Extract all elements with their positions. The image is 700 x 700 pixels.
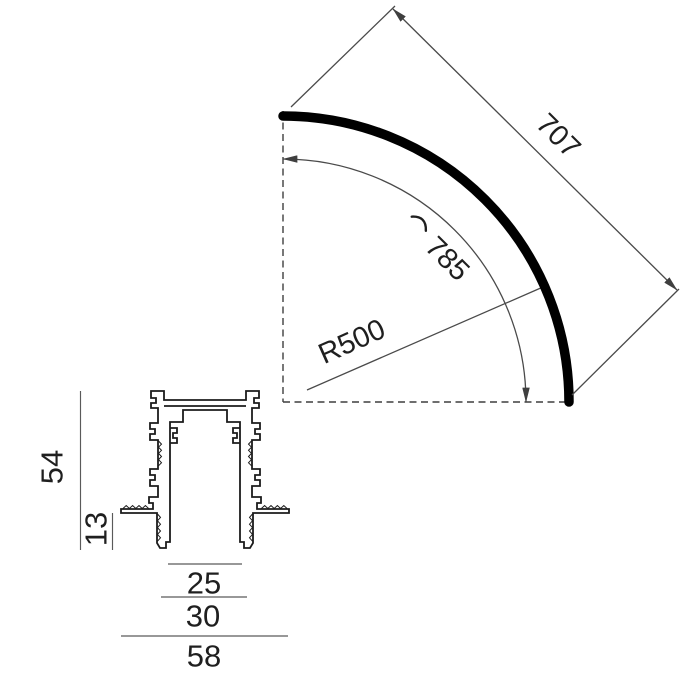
lower-wall-serration xyxy=(156,513,162,542)
body-width-dimension-label: 30 xyxy=(186,599,220,634)
overall-width-dimension-label: 58 xyxy=(187,639,221,674)
flange-serration xyxy=(122,504,149,510)
extension-line-top xyxy=(290,5,396,108)
profile-inner-tooth xyxy=(170,427,178,444)
inner-width-dimension-label: 25 xyxy=(187,566,221,601)
flange-depth-dimension-label: 13 xyxy=(79,512,114,546)
profile-left-half xyxy=(120,390,205,549)
section-view: 54 13 25 30 58 xyxy=(35,390,290,674)
extension-line-right xyxy=(571,288,680,396)
height-label-group: 54 xyxy=(35,450,70,484)
upper-wall-serration xyxy=(157,440,163,467)
profile-outline xyxy=(120,390,205,549)
height-dimension-label: 54 xyxy=(35,450,70,484)
flange-depth-label-group: 13 xyxy=(79,512,114,546)
chord-dimension-line xyxy=(392,8,678,291)
arc-symbol-icon xyxy=(410,215,428,232)
